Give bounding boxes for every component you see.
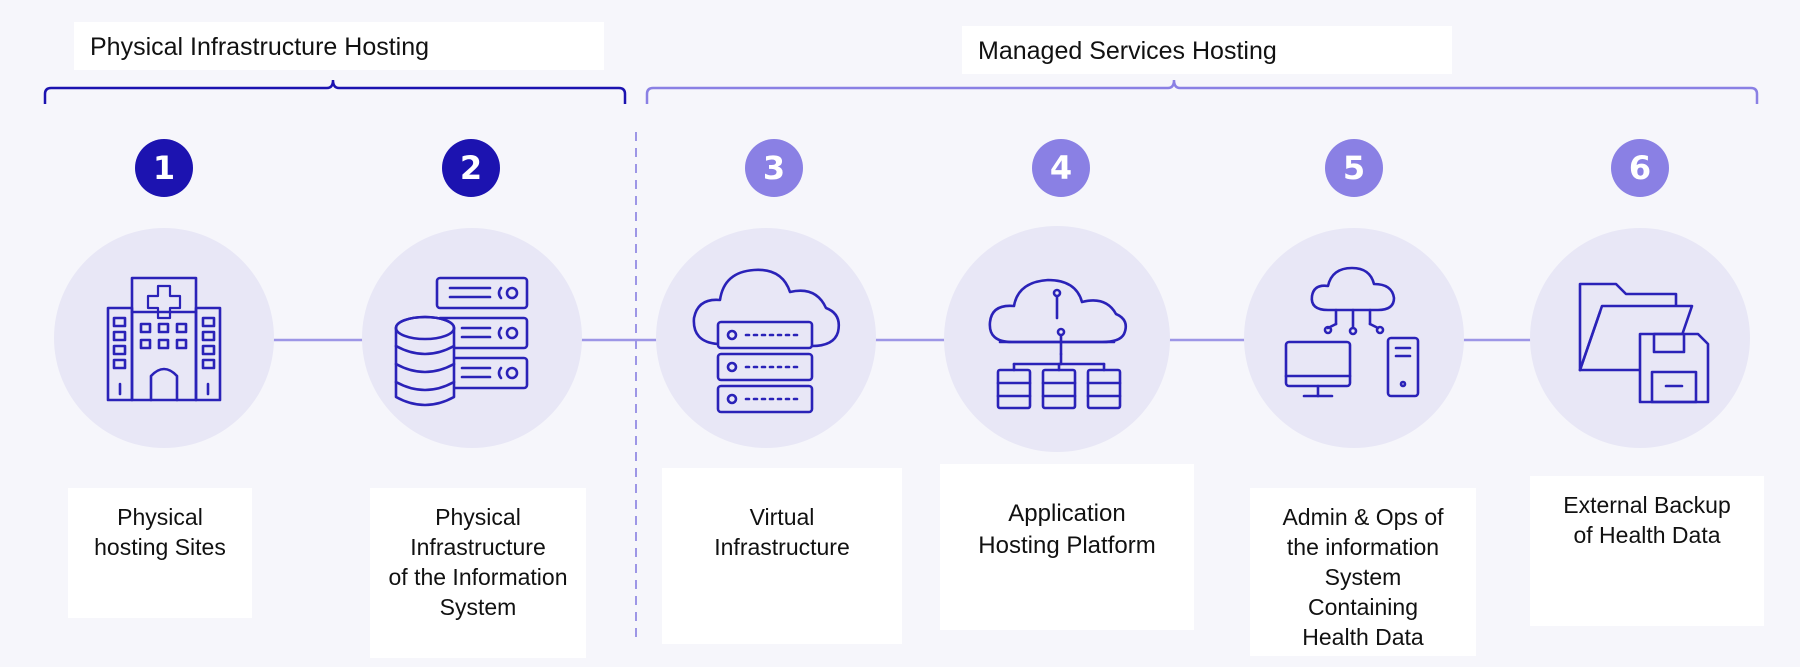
step-6-label: External Backup of Health Data [1563,492,1731,548]
step-4-label: Application Hosting Platform [978,500,1156,559]
step-5-badge: 5 [1325,139,1383,197]
section-title-managed: Managed Services Hosting [962,26,1452,74]
step-1-card: Physical hosting Sites [68,488,252,618]
cloud-computer-tower-icon [1284,266,1420,398]
step-4-circle [944,226,1170,452]
database-servers-icon [394,276,529,407]
step-2-label: Physical Infrastructure of the Informati… [388,504,568,620]
step-6-badge: 6 [1611,139,1669,197]
step-5-circle [1244,228,1464,448]
step-4-card: Application Hosting Platform [940,464,1194,630]
step-1-circle [54,228,274,448]
step-2-badge: 2 [442,139,500,197]
step-2-card: Physical Infrastructure of the Informati… [370,488,586,658]
step-4-badge: 4 [1032,139,1090,197]
step-5-label: Admin & Ops of the information System Co… [1282,504,1444,650]
hospital-building-icon [106,276,222,402]
step-3-label: Virtual Infrastructure [714,504,850,560]
physical-bracket [43,79,627,104]
folder-floppy-icon [1578,282,1710,404]
step-6-card: External Backup of Health Data [1530,476,1764,626]
step-3-card: Virtual Infrastructure [662,468,902,644]
managed-bracket [645,79,1759,104]
step-1-label: Physical hosting Sites [94,504,226,560]
step-3-badge: 3 [745,139,803,197]
section-title-physical: Physical Infrastructure Hosting [74,22,604,70]
step-1-badge: 1 [135,139,193,197]
cloud-server-icon [692,268,841,414]
step-5-card: Admin & Ops of the information System Co… [1250,488,1476,656]
cloud-network-icon [988,278,1128,410]
